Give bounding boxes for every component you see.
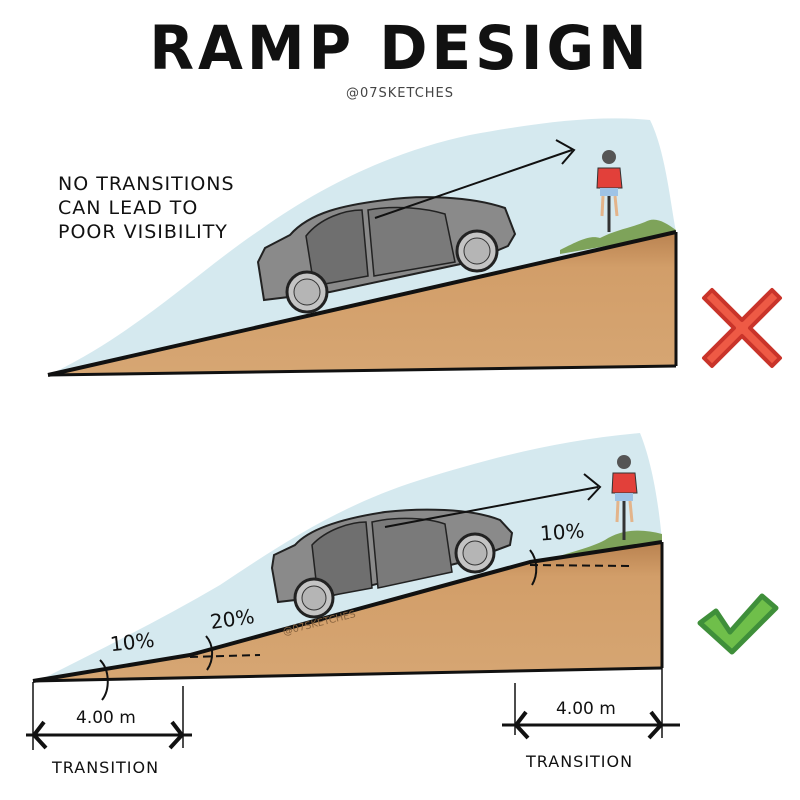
grade-label-lower: 10% bbox=[108, 627, 156, 657]
bottom-cyclist bbox=[611, 455, 638, 540]
bottom-sightline-arrow bbox=[384, 473, 602, 528]
red-x-icon bbox=[702, 288, 782, 368]
dimension-value-right: 4.00 m bbox=[556, 699, 616, 719]
top-ramp-scene bbox=[47, 118, 678, 377]
dimension-label-right: TRANSITION bbox=[526, 752, 634, 771]
bottom-ramp-scene bbox=[26, 433, 680, 750]
top-car bbox=[256, 196, 517, 314]
top-sightline-arrow bbox=[374, 139, 576, 219]
dimension-left bbox=[26, 682, 192, 750]
bottom-ground bbox=[33, 542, 662, 681]
top-cyclist bbox=[596, 150, 623, 232]
grade-label-upper: 10% bbox=[539, 518, 586, 546]
dimension-value-left: 4.00 m bbox=[76, 708, 136, 728]
note-line: POOR VISIBILITY bbox=[58, 221, 228, 243]
dimension-label-left: TRANSITION bbox=[52, 758, 160, 777]
dimension-right bbox=[502, 668, 680, 740]
green-check-icon bbox=[697, 593, 779, 655]
note-line: CAN LEAD TO bbox=[58, 197, 199, 219]
author-handle: @07SKETCHES bbox=[345, 86, 455, 101]
note-line: NO TRANSITIONS bbox=[58, 173, 235, 195]
page-title: RAMP DESIGN bbox=[149, 12, 651, 84]
top-grass bbox=[560, 219, 676, 254]
bottom-car bbox=[270, 508, 514, 619]
warning-note: NO TRANSITIONS CAN LEAD TO POOR VISIBILI… bbox=[58, 172, 278, 244]
